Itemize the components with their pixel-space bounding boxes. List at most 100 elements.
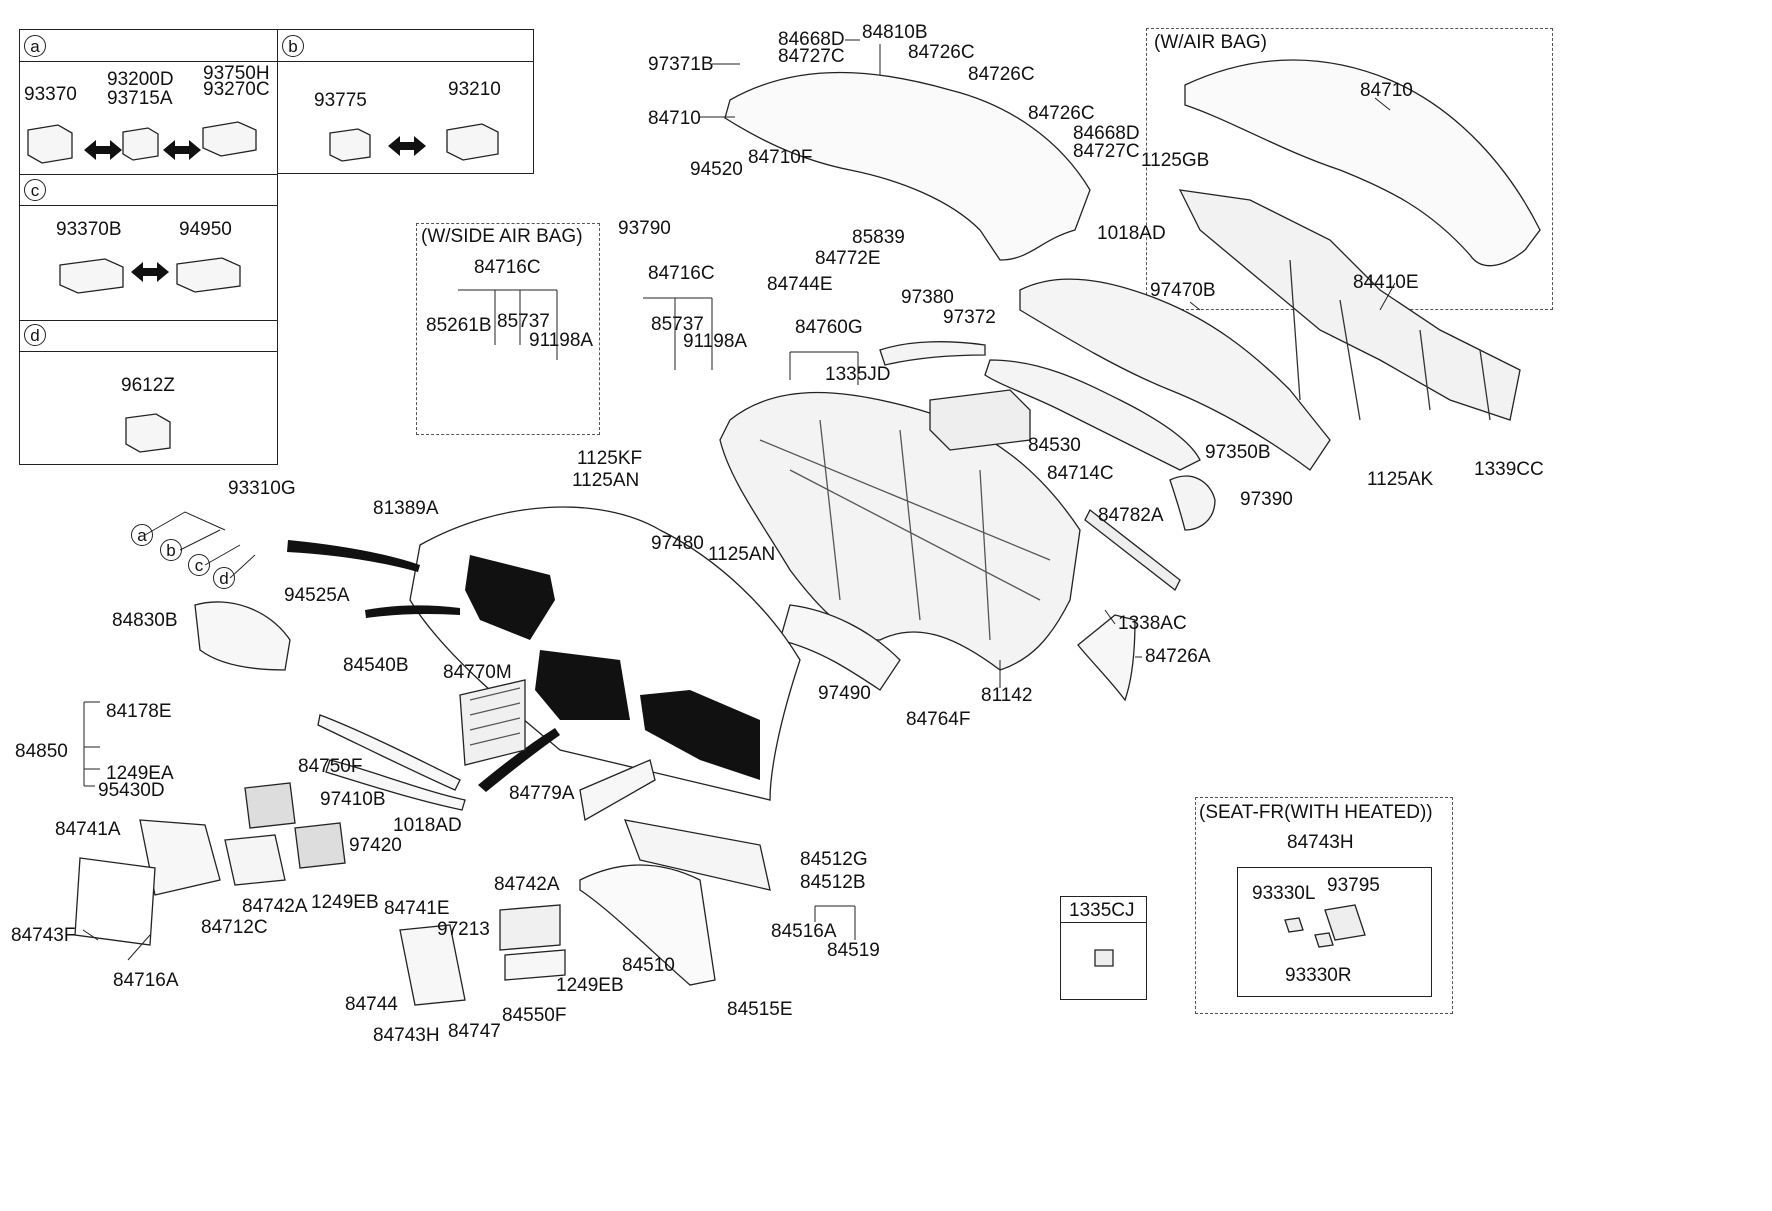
part-label: 84727C [778, 46, 845, 67]
legend-divider [19, 320, 278, 321]
part-label: 81389A [373, 498, 439, 519]
part-label: 84750F [298, 756, 363, 777]
panel-84726A [1077, 614, 1136, 702]
part-label: 84726A [1145, 646, 1211, 667]
part-label: 1249EA [106, 763, 174, 784]
part-label: 97480 [651, 533, 704, 554]
part-label: 94525A [284, 585, 350, 606]
part-label: 93370 [24, 84, 77, 105]
part-label: 84743F [11, 925, 76, 946]
part-label: 1125AN [708, 544, 776, 565]
part-label: 84772E [815, 248, 881, 269]
part-label: 84512B [800, 872, 866, 893]
switch-93330R [1314, 932, 1334, 948]
switch-icon [27, 121, 499, 453]
dashboard-dark-zone [535, 650, 630, 720]
part-label: 97390 [1240, 489, 1293, 510]
part-label: 93775 [314, 90, 367, 111]
duct-97350B [984, 359, 1201, 471]
part-label: 84516A [771, 921, 837, 942]
part-label: 81142 [981, 685, 1033, 706]
part-label: 84550F [502, 1005, 567, 1026]
garnish-84540B [317, 714, 461, 791]
part-label: 91198A [529, 330, 594, 351]
part-label: 93210 [448, 79, 501, 100]
legend-tag-a: a [24, 35, 46, 57]
dashboard-dark-zone [465, 555, 555, 640]
part-label: 84743H [1287, 832, 1354, 853]
part-label: 93200D [107, 69, 174, 90]
part-label: 84770M [443, 662, 512, 683]
part-label: 93330L [1252, 883, 1316, 904]
group-title: (SEAT-FR(WITH HEATED)) [1199, 802, 1433, 823]
part-label: 1339CC [1474, 459, 1544, 480]
duct-97390 [1169, 475, 1216, 531]
part-label: 84512G [800, 849, 868, 870]
part-label: 84710 [648, 108, 701, 129]
part-label: 84716A [113, 970, 179, 991]
cluster-84830B [194, 601, 291, 671]
part-label: 84747 [448, 1021, 501, 1042]
part-label: 84744 [345, 994, 398, 1015]
part-label: 94520 [690, 159, 743, 180]
legend-table [19, 29, 278, 465]
legend-tag-c: c [24, 179, 46, 201]
legend-divider [19, 61, 534, 62]
callout-tag-b: b [160, 539, 182, 561]
part-label: 97420 [349, 835, 402, 856]
panel-97490 [779, 604, 901, 691]
part-label: 97380 [901, 287, 954, 308]
part-label: 97350B [1205, 442, 1271, 463]
panel-84743F [74, 857, 156, 946]
seat-switch-93795 [1324, 904, 1366, 941]
part-label: 97490 [818, 683, 871, 704]
part-label: 1125KF [577, 448, 643, 469]
legend-divider [19, 351, 278, 352]
part-label: 1018AD [1097, 223, 1166, 244]
seat-heated-group-box [1195, 797, 1453, 1014]
tray-84550F [504, 949, 566, 981]
part-label: 94950 [179, 219, 232, 240]
crash-pad-upper [724, 71, 1091, 261]
part-label: 1125AN [572, 470, 640, 491]
part-box-1335cj [1060, 896, 1147, 1000]
part-label: 97372 [943, 307, 996, 328]
part-label: 93370B [56, 219, 122, 240]
part-label: 84540B [343, 655, 409, 676]
part-label: 95430D [98, 780, 165, 801]
part-label: 85839 [852, 227, 905, 248]
legend-divider [19, 174, 278, 175]
part-label: 84742A [242, 896, 308, 917]
part-label: 97410B [320, 789, 386, 810]
vent-97410B [244, 782, 296, 829]
group-title: (W/SIDE AIR BAG) [421, 226, 583, 247]
part-label: 93270C [203, 79, 270, 100]
part-label: 84530 [1028, 435, 1081, 456]
part-label: 1018AD [393, 815, 462, 836]
tray-84550F [499, 904, 561, 951]
bezel-84741E [399, 924, 466, 1006]
cowl-cross-bar [1178, 189, 1521, 421]
duct-97470B [1019, 278, 1331, 471]
legend-divider [19, 205, 278, 206]
part-label: 85737 [497, 311, 550, 332]
part-label: 84668D [1073, 123, 1140, 144]
part-label: 84779A [509, 783, 575, 804]
callout-tag-a: a [131, 524, 153, 546]
glove-box-84510 [579, 864, 716, 986]
part-label: 93750H [203, 63, 270, 84]
part-label: 84510 [622, 955, 675, 976]
part-label: 84716C [474, 257, 541, 278]
part-label: 84764F [906, 709, 971, 730]
part-label: 84741A [55, 819, 121, 840]
pointer-wedge [287, 540, 420, 572]
group-title: 1335CJ [1069, 900, 1135, 921]
part-label: 84782A [1098, 505, 1164, 526]
dashboard-dark-zone [640, 690, 760, 780]
vent-97420 [294, 822, 346, 869]
part-label: 84668D [778, 29, 845, 50]
part-label: 97213 [437, 919, 490, 940]
bracket-84782A [1084, 509, 1181, 591]
